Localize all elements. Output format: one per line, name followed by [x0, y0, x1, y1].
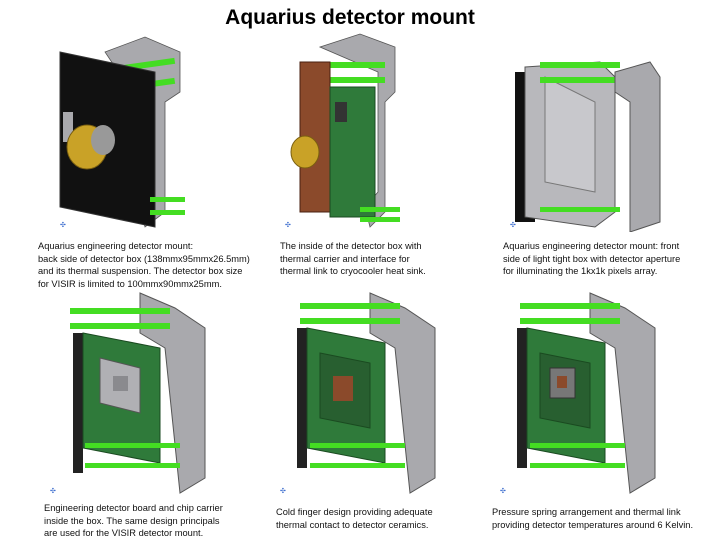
caption-line: thermal contact to detector ceramics. [276, 519, 429, 530]
axis-triad-icon: ✣ [500, 487, 506, 495]
caption-line: thermal carrier and interface for [280, 253, 410, 264]
caption-line: Engineering detector board and chip carr… [44, 503, 223, 513]
detector-mount-back-image: ✣ [59, 36, 185, 229]
caption-5: Cold finger design providing adequate the… [276, 506, 433, 531]
caption-line: thermal link to cryocooler heat sink. [280, 266, 426, 277]
caption-4: Engineering detector board and chip carr… [44, 502, 223, 540]
caption-line: Aquarius engineering detector mount: [38, 241, 194, 251]
axis-triad-icon: ✣ [285, 221, 291, 229]
caption-line: side of light tight box with detector ap… [503, 253, 681, 264]
axis-triad-icon: ✣ [50, 487, 56, 495]
caption-line: The inside of the detector box with [280, 241, 422, 251]
caption-line: for illuminating the 1kx1k pixels array. [503, 266, 658, 277]
caption-line: Cold finger design providing adequate [276, 507, 433, 517]
caption-6: Pressure spring arrangement and thermal … [492, 506, 693, 531]
pressure-spring-arrangement-image: ✣ [500, 292, 656, 495]
caption-line: are used for the VISIR detector mount. [44, 528, 204, 539]
caption-line: Pressure spring arrangement and thermal … [492, 507, 681, 517]
caption-2: The inside of the detector box with therm… [280, 240, 426, 278]
caption-1: Aquarius engineering detector mount: back… [38, 240, 250, 290]
detector-box-inside-image: ✣ [285, 33, 400, 229]
axis-triad-icon: ✣ [60, 221, 66, 229]
caption-line: Aquarius engineering detector mount: fro… [503, 241, 680, 251]
caption-line: inside the box. The same design principa… [44, 515, 220, 526]
caption-line: and its thermal suspension. The detector… [38, 266, 243, 277]
detector-box-front-image: ✣ [510, 61, 661, 232]
axis-triad-icon: ✣ [280, 487, 286, 495]
caption-line: providing detector temperatures around 6… [492, 519, 694, 530]
caption-line: back side of detector box (138mmx95mmx26… [38, 253, 250, 264]
axis-triad-icon: ✣ [510, 221, 516, 229]
detector-board-chip-carrier-image: ✣ [50, 292, 206, 495]
caption-line: for VISIR is limited to 100mmx90mmx25mm. [38, 278, 222, 289]
caption-3: Aquarius engineering detector mount: fro… [503, 240, 680, 278]
cold-finger-design-image: ✣ [280, 292, 436, 495]
page-title: Aquarius detector mount [225, 6, 475, 29]
